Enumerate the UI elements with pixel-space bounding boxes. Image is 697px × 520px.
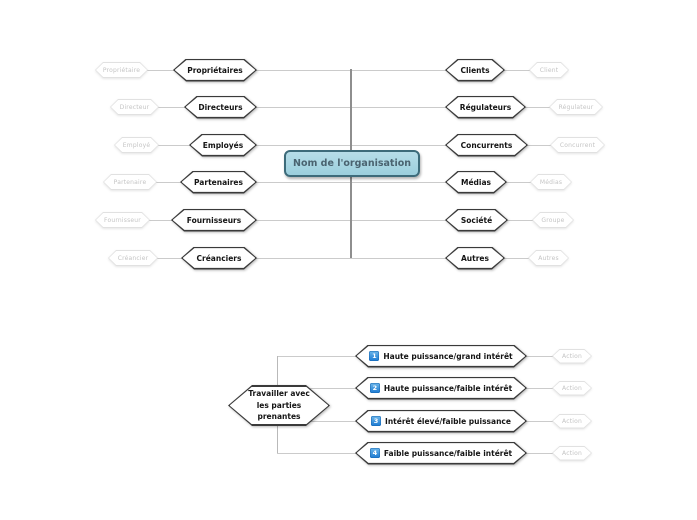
node-label: Faible puissance/faible intérêt	[383, 448, 513, 458]
node-label: Propriétaires	[187, 65, 243, 75]
node-label: Propriétaire	[102, 66, 141, 74]
node-label: Partenaires	[194, 177, 243, 187]
connector-line	[125, 219, 565, 221]
connector-line	[125, 144, 565, 146]
stakeholder-group-node[interactable]: Concurrents	[445, 134, 528, 157]
stakeholder-group-node[interactable]: Autres	[445, 247, 505, 270]
action-placeholder-node[interactable]: Action	[552, 414, 592, 429]
organisation-root-node[interactable]: Nom de l'organisation	[284, 150, 420, 177]
stakeholder-group-node[interactable]: Employés	[189, 134, 257, 157]
connector-line	[125, 106, 565, 108]
node-label: Clients	[460, 65, 490, 75]
node-label: Concurrents	[460, 140, 513, 150]
number-1-badge: 1	[369, 351, 380, 361]
node-label: Régulateur	[558, 103, 594, 111]
number-3-badge: 3	[371, 416, 382, 426]
node-label: Haute puissance/faible intérêt	[383, 383, 513, 393]
node-label: Partenaire	[113, 178, 147, 186]
number-4-badge: 4	[369, 448, 380, 458]
stakeholder-group-node[interactable]: Fournisseurs	[171, 209, 257, 232]
node-label: Autres	[538, 254, 559, 262]
work-with-root-node[interactable]: Travailler avec les parties prenantes	[228, 385, 330, 426]
number-2-badge: 2	[369, 383, 380, 393]
stakeholder-example-node[interactable]: Régulateur	[549, 99, 603, 115]
node-label: Créanciers	[196, 253, 242, 263]
stakeholder-group-node[interactable]: Médias	[445, 171, 507, 194]
connector-line	[125, 69, 565, 71]
stakeholder-example-node[interactable]: Autres	[528, 250, 569, 266]
node-label: Fournisseur	[104, 216, 141, 224]
stakeholder-example-node[interactable]: Partenaire	[103, 174, 157, 190]
node-label: Fournisseurs	[186, 215, 242, 225]
action-placeholder-node[interactable]: Action	[552, 349, 592, 364]
stakeholder-example-node[interactable]: Directeur	[110, 99, 159, 115]
node-label: Régulateurs	[459, 102, 512, 112]
stakeholder-example-node[interactable]: Créancier	[108, 250, 158, 266]
node-label: Médias	[539, 178, 563, 186]
stakeholder-example-node[interactable]: Médias	[530, 174, 572, 190]
stakeholder-group-node[interactable]: Directeurs	[184, 96, 257, 119]
node-label: Concurrent	[559, 141, 596, 149]
node-label: Action	[562, 449, 582, 457]
node-label: Haute puissance/grand intérêt	[383, 351, 513, 361]
node-label: Employé	[122, 141, 151, 149]
node-label: Employés	[202, 140, 244, 150]
stakeholder-group-node[interactable]: Partenaires	[180, 171, 257, 194]
node-label: Client	[539, 66, 559, 74]
connector-line	[125, 257, 565, 259]
connector-line	[125, 181, 565, 183]
stakeholder-example-node[interactable]: Propriétaire	[95, 62, 148, 78]
node-label: Société	[460, 215, 493, 225]
node-label: Directeurs	[198, 102, 243, 112]
node-label: Créancier	[117, 254, 149, 262]
node-label: Action	[562, 352, 582, 360]
node-label: Travailler avec les parties prenantes	[248, 389, 310, 422]
node-label: Groupe	[541, 216, 565, 224]
stakeholder-group-node[interactable]: Régulateurs	[445, 96, 526, 119]
stakeholder-group-node[interactable]: Créanciers	[181, 247, 257, 270]
stakeholder-example-node[interactable]: Client	[529, 62, 569, 78]
node-label: Nom de l'organisation	[293, 158, 411, 169]
node-label: Médias	[460, 177, 491, 187]
stakeholder-example-node[interactable]: Groupe	[532, 212, 574, 228]
stakeholder-group-node[interactable]: Clients	[445, 59, 505, 82]
stakeholder-group-node[interactable]: Propriétaires	[173, 59, 257, 82]
stakeholder-example-node[interactable]: Fournisseur	[95, 212, 150, 228]
stakeholder-example-node[interactable]: Employé	[114, 137, 159, 153]
node-label: Directeur	[119, 103, 150, 111]
action-placeholder-node[interactable]: Action	[552, 446, 592, 461]
action-placeholder-node[interactable]: Action	[552, 381, 592, 396]
stakeholder-group-node[interactable]: Société	[445, 209, 508, 232]
node-label: Action	[562, 384, 582, 392]
node-label: Action	[562, 417, 582, 425]
node-label: Intérêt élevé/faible puissance	[385, 416, 511, 426]
node-label: Autres	[461, 253, 489, 263]
stakeholder-example-node[interactable]: Concurrent	[550, 137, 605, 153]
